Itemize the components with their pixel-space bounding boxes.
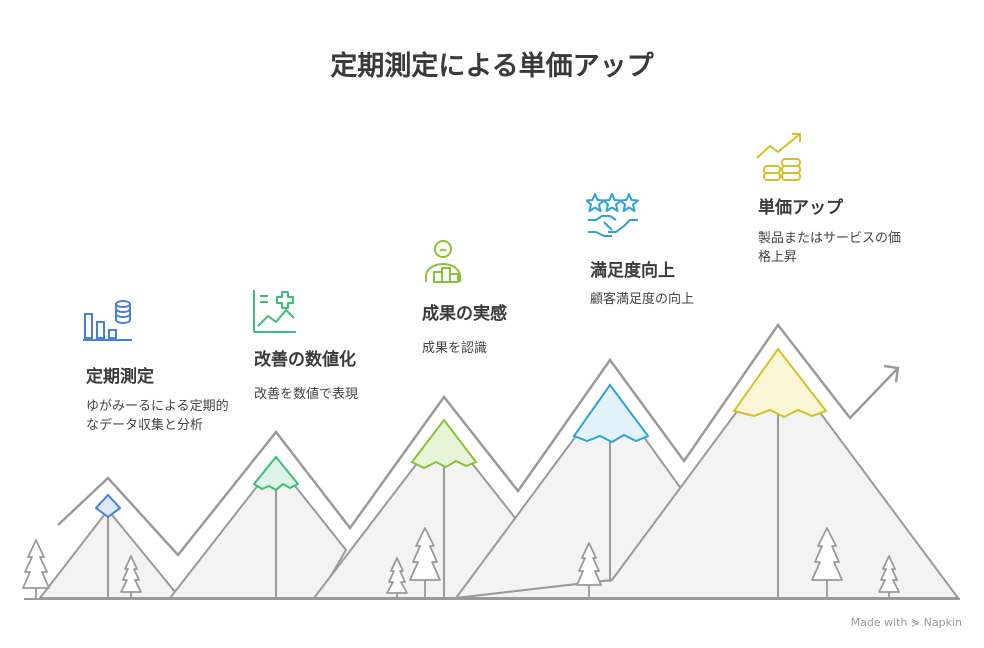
step-5-title: 単価アップ [758,198,843,218]
peak-cap-3 [410,418,478,470]
medical-chart-icon [253,290,296,333]
chart-database-icon [83,300,132,341]
person-podium-icon [425,240,461,283]
peak-cap-1 [94,493,122,519]
step-5-desc: 製品またはサービスの価格上昇 [758,231,902,265]
step-3-desc: 成果を認識 [422,341,488,356]
zigzag-trail [57,322,899,557]
page-title: 定期測定による単価アップ [330,51,654,82]
coins-growth-icon [756,133,801,181]
pine-tree [22,539,50,598]
step-1-desc: ゆがみーるによる定期的なデータ収集と分析 [86,399,229,433]
peak-cap-2 [252,455,300,492]
peak-cap-5 [732,347,828,419]
pine-tree [409,527,441,599]
pine-tree [811,527,843,599]
step-2-title: 改善の数値化 [254,350,356,370]
pine-tree [120,555,142,599]
step-4-desc: 顧客満足度の向上 [590,292,695,307]
pine-tree [386,557,408,599]
peak-cap-4 [572,383,650,444]
pine-tree [576,542,602,599]
pine-tree [878,555,900,599]
step-2-desc: 改善を数値で表現 [254,387,359,402]
footer-credit: Made with ⋟ Napkin [850,616,962,629]
step-4-title: 満足度向上 [590,261,675,281]
stars-handshake-icon [586,193,639,237]
trail-arrowhead [883,364,900,383]
step-1-title: 定期測定 [86,367,154,387]
step-3-title: 成果の実感 [422,304,507,324]
